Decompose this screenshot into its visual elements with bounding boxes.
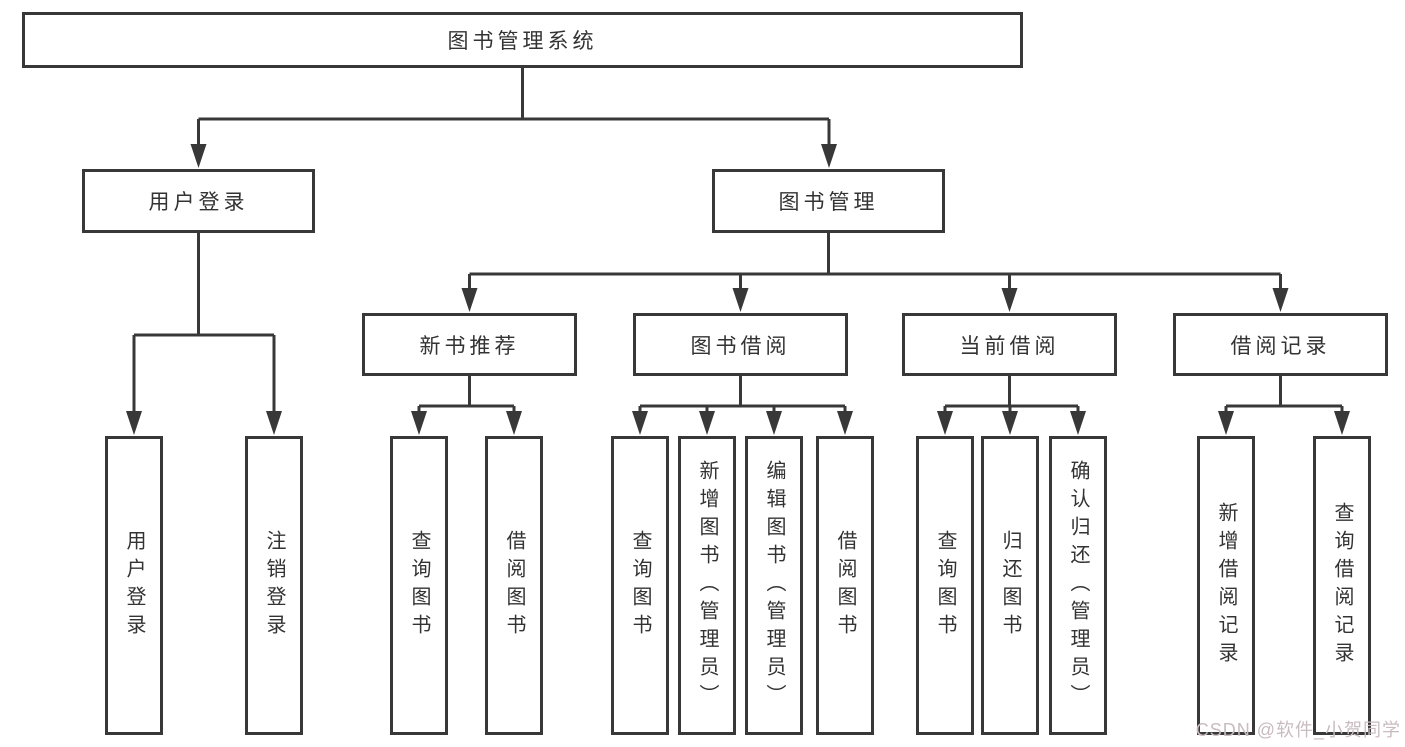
leaf-query-book-3: 查询图书 bbox=[916, 436, 974, 735]
leaf-borrow-book-2: 借阅图书 bbox=[816, 436, 874, 735]
leaf-query-book-2: 查询图书 bbox=[611, 436, 669, 735]
leaf-confirm-return-admin: 确认归还（管理员） bbox=[1049, 436, 1107, 735]
node-current-borrow: 当前借阅 bbox=[902, 313, 1117, 376]
leaf-label: 注销登录 bbox=[263, 529, 285, 642]
leaf-label: 新增图书（管理员） bbox=[696, 459, 718, 712]
node-borrow-records: 借阅记录 bbox=[1173, 313, 1388, 376]
leaf-add-book-admin: 新增图书（管理员） bbox=[678, 436, 736, 735]
leaf-label: 确认归还（管理员） bbox=[1067, 459, 1089, 712]
leaf-label: 新增借阅记录 bbox=[1215, 501, 1237, 670]
leaf-label: 查询图书 bbox=[629, 529, 651, 642]
node-book-management: 图书管理 bbox=[712, 169, 945, 233]
leaf-edit-book-admin: 编辑图书（管理员） bbox=[745, 436, 803, 735]
leaf-label: 查询图书 bbox=[408, 529, 430, 642]
leaf-label: 用户登录 bbox=[123, 529, 145, 642]
node-root-system: 图书管理系统 bbox=[22, 12, 1023, 68]
node-book-borrow: 图书借阅 bbox=[633, 313, 848, 376]
leaf-label: 编辑图书（管理员） bbox=[763, 459, 785, 712]
leaf-label: 查询图书 bbox=[934, 529, 956, 642]
leaf-return-book: 归还图书 bbox=[981, 436, 1039, 735]
arrowheads bbox=[126, 144, 1350, 435]
leaf-label: 归还图书 bbox=[999, 529, 1021, 642]
leaf-label: 借阅图书 bbox=[503, 529, 525, 642]
node-new-book-recommend: 新书推荐 bbox=[362, 313, 577, 376]
leaf-label: 借阅图书 bbox=[834, 529, 856, 642]
leaf-label: 查询借阅记录 bbox=[1331, 501, 1353, 670]
node-user-login: 用户登录 bbox=[82, 169, 315, 233]
leaf-query-borrow-record: 查询借阅记录 bbox=[1313, 436, 1371, 735]
leaf-logout: 注销登录 bbox=[245, 436, 303, 735]
leaf-borrow-book-1: 借阅图书 bbox=[485, 436, 543, 735]
leaf-user-login: 用户登录 bbox=[105, 436, 163, 735]
leaf-add-borrow-record: 新增借阅记录 bbox=[1197, 436, 1255, 735]
leaf-query-book-1: 查询图书 bbox=[390, 436, 448, 735]
